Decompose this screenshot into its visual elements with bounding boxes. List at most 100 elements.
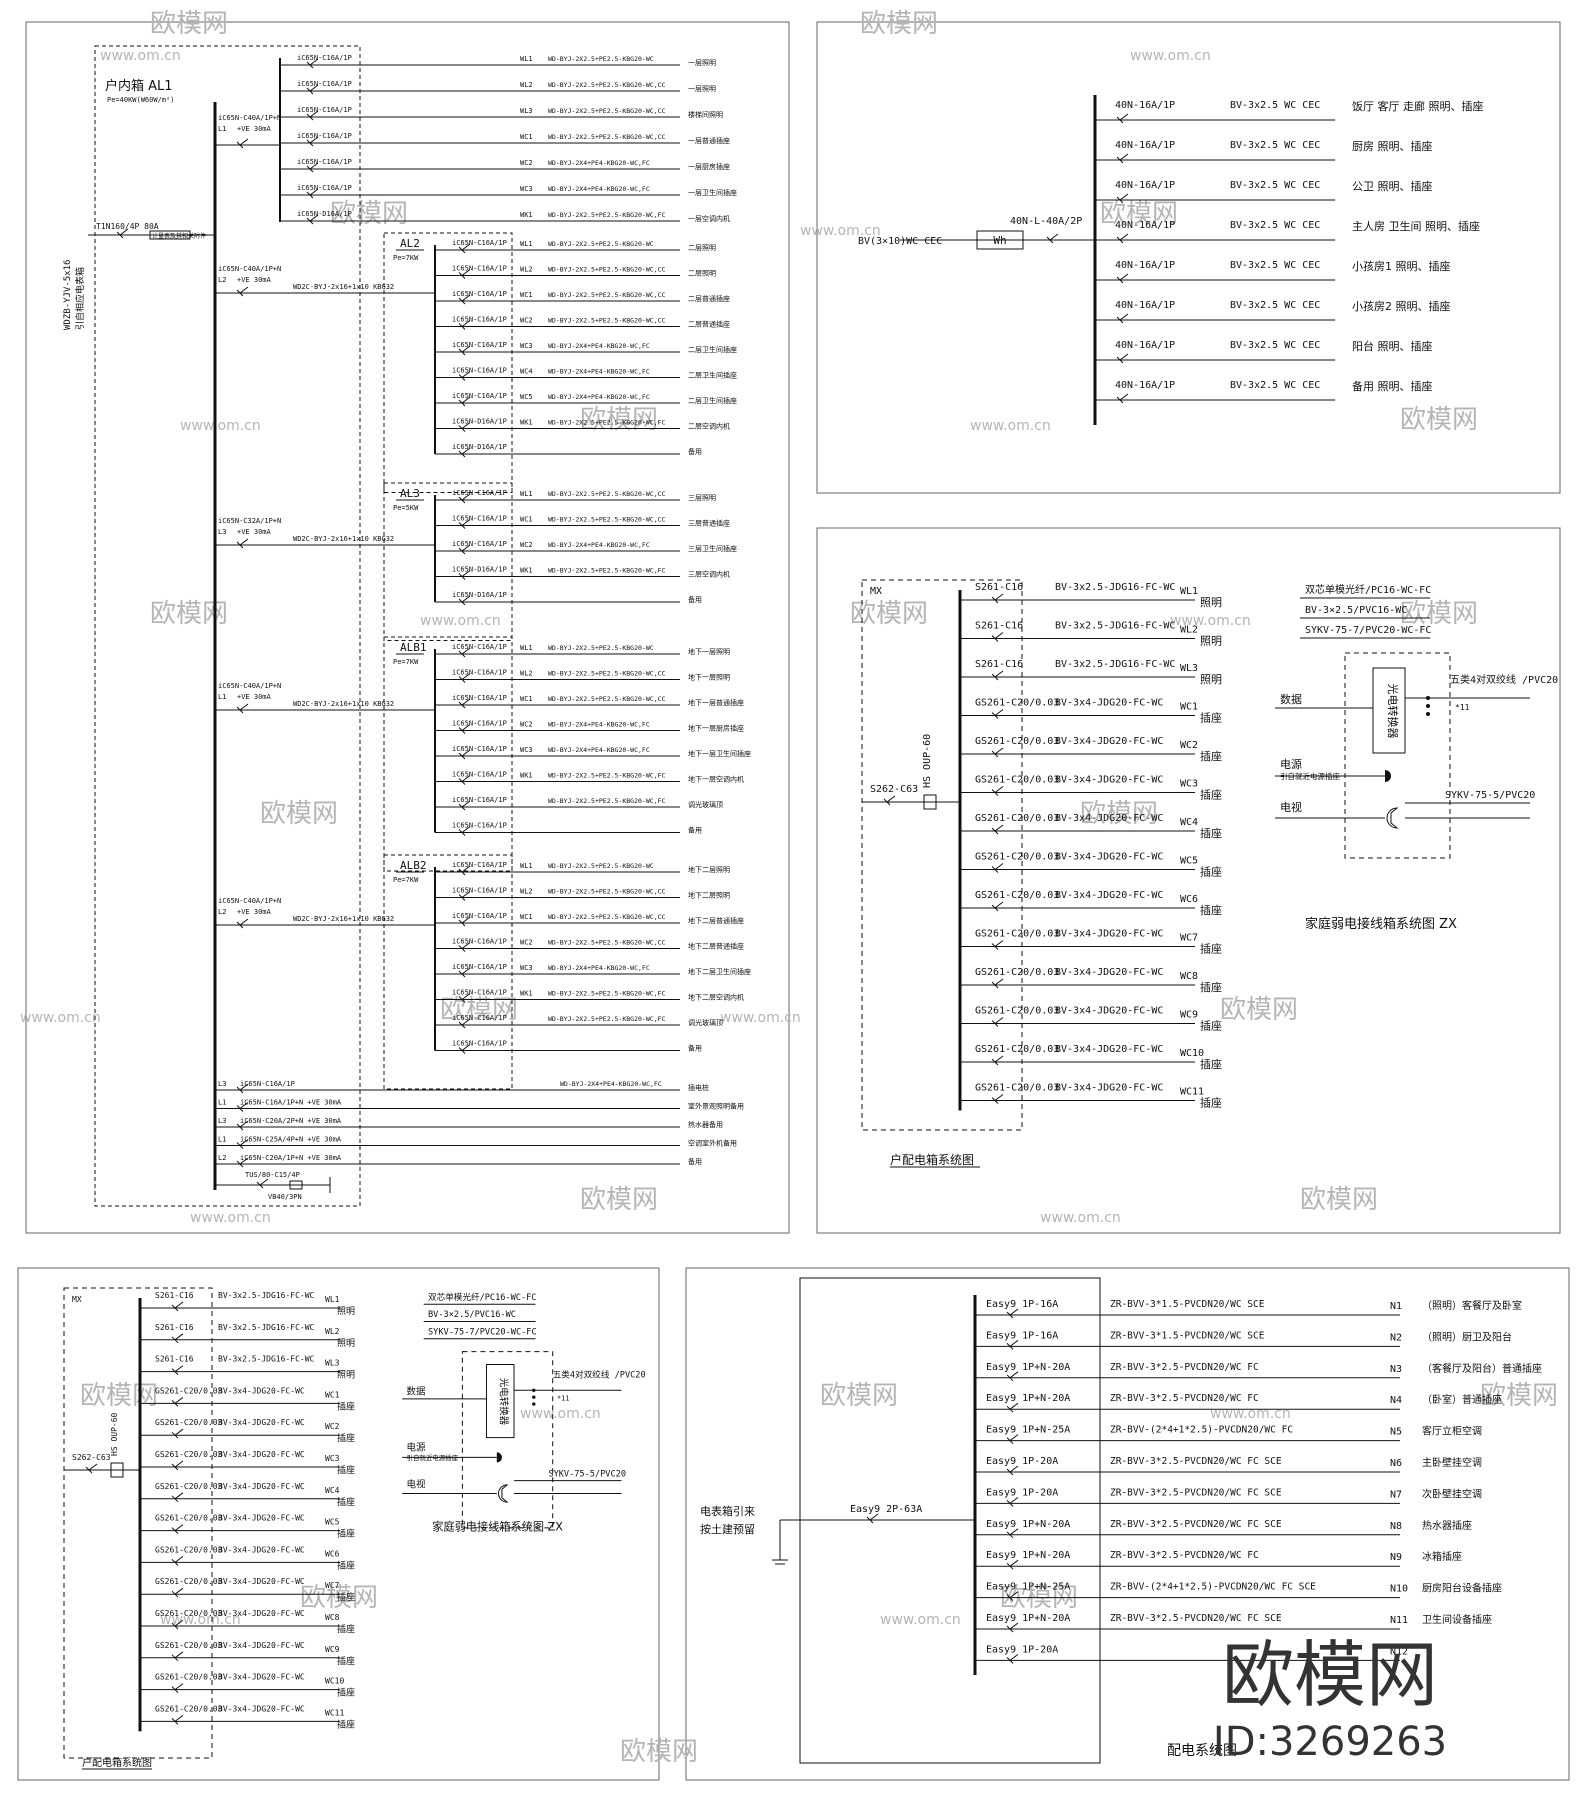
subpanel-circuit-breaker-label: iC65N-D16A/1P bbox=[452, 418, 507, 426]
subpanel-circuit-breaker bbox=[461, 647, 471, 655]
subpanel-feed-rcd: +VE 30mA bbox=[237, 276, 272, 284]
breaker-cross-mark bbox=[458, 752, 466, 760]
subpanel-circuit-cable: WD-BYJ-2X2.5+PE2.5-KBG20-WC,FC bbox=[548, 797, 665, 805]
circuit-use: 公卫 照明、插座 bbox=[1352, 179, 1433, 193]
bottom-circuit-use: 插电桩 bbox=[688, 1083, 709, 1092]
breaker-cross-mark bbox=[458, 803, 466, 811]
circuit-cable: BV-3x2.5 WC CEC bbox=[1230, 100, 1320, 111]
subpanel-circuit-cable: WD-BYJ-2X2.5+PE2.5-KBG20-WC,FC bbox=[548, 1015, 665, 1023]
subpanel-circuit-breaker-label: iC65N-C16A/1P bbox=[452, 316, 507, 324]
breaker-cross-mark bbox=[171, 1559, 179, 1566]
circuit-breaker-label: 40N-16A/1P bbox=[1115, 180, 1175, 191]
circuit-breaker-label: 40N-16A/1P bbox=[1115, 300, 1175, 311]
watermark-url: www.om.cn bbox=[190, 1210, 271, 1226]
bottom-circuit-use: 备用 bbox=[688, 1157, 702, 1166]
subpanel-circuit-cable: WD-BYJ-2X2.5+PE2.5-KBG20-WC,FC bbox=[548, 772, 665, 780]
subpanel-circuit-cable: WD-BYJ-2X2.5+PE2.5-KBG20-WC,CC bbox=[548, 670, 665, 678]
bottom-circuit-breaker bbox=[239, 1157, 249, 1165]
subpanel-circuit-use: 地下二层卫生间插座 bbox=[688, 967, 751, 976]
circuit-breaker bbox=[1009, 1497, 1019, 1504]
al1-power-note: Pe=40KW(W60W/m²) bbox=[107, 96, 174, 104]
subpanel-circuit-breaker bbox=[461, 269, 471, 276]
subpanel-circuit-cable: WD-BYJ-2X2.5+PE2.5-KBG20-WC,CC bbox=[548, 516, 665, 524]
breaker-cross-mark bbox=[458, 348, 466, 356]
subpanel-feed-breaker-label: iC65N-C40A/1P+N bbox=[218, 682, 281, 690]
mx-circuit-use: 插座 bbox=[1200, 980, 1222, 994]
breaker-cross-mark bbox=[1006, 1374, 1014, 1382]
zx-cable2-label: BV-3×2.5/PVC16-WC bbox=[1305, 605, 1407, 616]
zx-tv-outlet-symbol bbox=[498, 1484, 509, 1503]
mx-main-breaker-label: S262-C63 bbox=[72, 1453, 111, 1462]
mx-circuit-cable: BV-3x4-JDG20-FC-WC bbox=[218, 1418, 305, 1427]
watermark-url: www.om.cn bbox=[970, 418, 1051, 434]
circuit-cable: ZR-BVV-3*1.5-PVCDN20/WC SCE bbox=[1110, 1299, 1265, 1310]
mx-circuit-code: WC10 bbox=[1180, 1048, 1204, 1059]
breaker-cross-mark bbox=[171, 1590, 179, 1598]
zx-power-note: 引自就近电源插座 bbox=[1280, 771, 1340, 781]
subpanel-circuit-use: 三层空调内机 bbox=[688, 570, 730, 579]
subpanel-circuit-breaker-label: iC65N-C16A/1P bbox=[452, 796, 507, 804]
subpanel-circuit-code: WC3 bbox=[520, 964, 533, 972]
mx-circuit-code: WC7 bbox=[1180, 933, 1198, 944]
mx-title: 户配电箱系统图 bbox=[890, 1152, 974, 1167]
mx-circuit-breaker-label: GS261-C20/0.03 bbox=[155, 1704, 223, 1713]
bottom-circuit-phase: L3 bbox=[218, 1080, 226, 1088]
subpanel-circuit-use: 三层照明 bbox=[688, 494, 716, 502]
subpanel-circuit-code: WC2 bbox=[520, 939, 533, 947]
subpanel-power: Pe=7KW bbox=[393, 876, 419, 884]
subpanel-circuit-cable: WD-BYJ-2X4+PE4-KBG20-WC,FC bbox=[548, 368, 650, 376]
subpanel-circuit-use: 二层照明 bbox=[688, 270, 716, 278]
subpanel-circuit-cable: WD-BYJ-2X4+PE4-KBG20-WC,FC bbox=[548, 721, 650, 729]
mx-circuit-cable: BV-3x2.5-JDG16-FC-WC bbox=[218, 1323, 315, 1332]
mx-circuit-cable: BV-3x4-JDG20-FC-WC bbox=[1055, 1044, 1163, 1055]
breaker-cross-mark bbox=[458, 1047, 466, 1054]
subpanel-power: Pe=7KW bbox=[393, 658, 419, 666]
circuit-code: N6 bbox=[1390, 1458, 1402, 1469]
subpanel-circuit-breaker bbox=[461, 775, 471, 782]
al1-circuit-code: WC3 bbox=[520, 185, 533, 193]
subpanel-name: AL2 bbox=[400, 237, 420, 250]
mx-spd-box bbox=[923, 794, 937, 810]
subpanel-feed-rcd: +VE 30mA bbox=[237, 528, 272, 536]
al1-enclosure bbox=[94, 45, 361, 1207]
circuit-breaker bbox=[1009, 1371, 1019, 1379]
mx-circuit-breaker bbox=[994, 593, 1004, 601]
frame-mx-zx-panel bbox=[816, 527, 1561, 1234]
mx-circuit-cable: BV-3x4-JDG20-FC-WC bbox=[218, 1514, 305, 1523]
circuit-use: （客餐厅及阳台）普通插座 bbox=[1422, 1362, 1542, 1375]
energy-meter-box bbox=[976, 230, 1024, 250]
breaker-cross-mark bbox=[1006, 1562, 1014, 1570]
watermark-url: www.om.cn bbox=[1130, 48, 1211, 64]
mx-circuit-breaker bbox=[174, 1365, 184, 1372]
subpanel-feed-rcd: +VE 30mA bbox=[237, 693, 272, 701]
breaker-cross-mark bbox=[458, 297, 466, 305]
subpanel-circuit-breaker bbox=[461, 698, 471, 706]
mx-circuit-cable: BV-3x4-JDG20-FC-WC bbox=[218, 1673, 305, 1682]
subpanel-feed-phase: L1 bbox=[218, 693, 226, 701]
breaker-cross-mark bbox=[991, 904, 999, 912]
breaker-cross-mark bbox=[1116, 276, 1124, 284]
circuit-use: 厨房阳台设备插座 bbox=[1422, 1582, 1502, 1595]
watermark-brand: 欧模网 bbox=[1300, 1185, 1378, 1215]
mx-circuit-use: 插座 bbox=[337, 1559, 355, 1571]
subpanel-enclosure bbox=[383, 636, 513, 872]
zx-converter-label: 光电转换器 bbox=[1386, 684, 1400, 739]
watermark-brand: 欧模网 bbox=[1400, 405, 1478, 435]
subpanel-circuit-use: 备用 bbox=[688, 595, 702, 604]
mx-circuit-code: WC4 bbox=[325, 1486, 340, 1495]
circuit-use: 备用 照明、插座 bbox=[1352, 379, 1433, 393]
watermark-url: www.om.cn bbox=[520, 1406, 601, 1422]
al1-circuit-code: WK1 bbox=[520, 211, 533, 219]
circuit-use: 次卧壁挂空调 bbox=[1422, 1487, 1482, 1500]
watermark-brand: 欧模网 bbox=[850, 599, 928, 629]
circuit-cable: ZR-BVV-3*2.5-PVCDN20/WC FC bbox=[1110, 1550, 1259, 1561]
mx-circuit-cable: BV-3x2.5-JDG16-FC-WC bbox=[1055, 659, 1175, 670]
al1-circuit-code: WL1 bbox=[520, 55, 533, 63]
al1-feed-breaker-label: iC65N-C40A/1P+N bbox=[218, 114, 281, 122]
mx-circuit-code: WC3 bbox=[325, 1454, 340, 1463]
al1-circuit-cable: WD-BYJ-2X4+PE4-KBG20-WC,FC bbox=[548, 185, 650, 193]
subpanel-circuit-code: WC1 bbox=[520, 695, 533, 703]
watermark-url: www.om.cn bbox=[1040, 1210, 1121, 1226]
breaker-cross-mark bbox=[458, 272, 466, 279]
